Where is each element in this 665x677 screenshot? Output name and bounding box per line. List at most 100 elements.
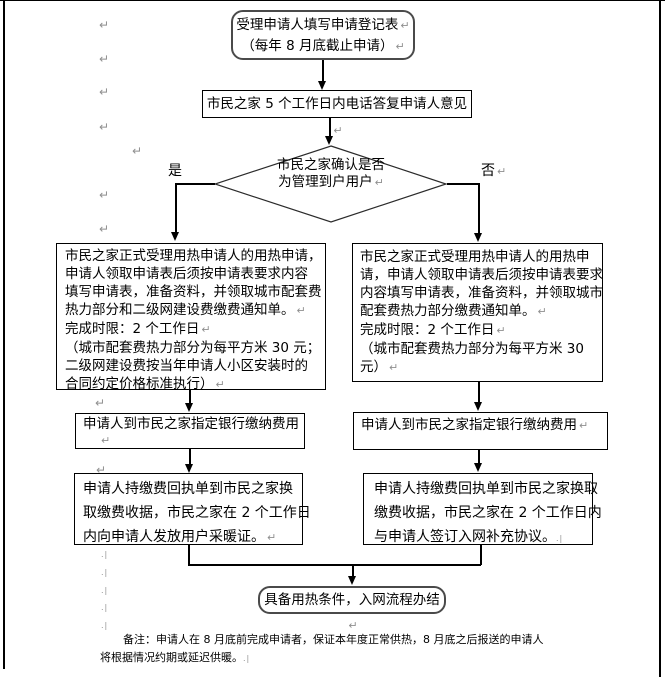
pilcrow-mark: ↵ (389, 361, 399, 374)
start-node: 受理申请人填写申请登记表↵ （每年 8 月底截止申请）↵ (231, 10, 415, 60)
pilcrow-mark: ↵ (374, 176, 384, 189)
flow-line (175, 183, 215, 185)
text-line: （每年 8 月底截止申请） (241, 38, 394, 54)
text-line: 完成时限：2 个工作日 (360, 322, 495, 338)
text-line: 取缴费收据，市民之家在 2 个工作日 (83, 505, 311, 521)
flow-line (478, 382, 480, 403)
flow-line (352, 566, 354, 578)
pilcrow-mark: ↵ (537, 305, 547, 318)
pay-node-right: 申请人到市民之家指定银行缴纳费用↵ (353, 412, 608, 450)
page-border-right (659, 0, 661, 677)
flow-arrowhead (474, 402, 482, 411)
flow-arrowhead (185, 464, 193, 473)
note-text-line1: 备注：申请人在 8 月底前完成申请者，保证本年度正常供热，8 月底之后报送的申请… (123, 633, 544, 646)
pilcrow-mark: ↵ (101, 434, 111, 447)
end-node: 具备用热条件，入网流程办结 ↵ (258, 586, 446, 632)
text-line: 市民之家确认是否 (277, 157, 385, 173)
flow-line (175, 183, 177, 232)
hidden-mark: .| (556, 534, 564, 543)
flow-line (189, 390, 191, 404)
text-line: 市民之家正式受理用热申请人的用热申 (360, 249, 590, 265)
pilcrow-mark: ↵ (400, 19, 410, 32)
paragraph-mark: ↵ (99, 188, 110, 202)
paragraph-mark: ↵ (99, 120, 110, 134)
text-line: （城市配套费热力部分为每平方米 30 (360, 341, 584, 357)
flow-line (189, 449, 191, 465)
flow-line (447, 183, 479, 185)
receipt-node-right: 申请人持缴费回执单到市民之家换取 缴费收据，市民之家在 2 个工作日内 与申请人… (363, 473, 602, 545)
text-line: 二级网建设费按当年申请人小区安装时的 (65, 358, 308, 374)
text-line: 与申请人签订入网补充协议。 (374, 529, 556, 545)
flow-line (322, 60, 324, 83)
text-line: 内容填写申请表，准备资料，并领取城市 (360, 285, 603, 301)
text-line: 市民之家 5 个工作日内电话答复申请人意见 (206, 96, 468, 112)
text-line: 请，申请人领取申请表后须按申请表要求 (360, 267, 603, 283)
flow-arrowhead (318, 81, 326, 90)
text-line: 申请人持缴费回执单到市民之家换取 (374, 481, 598, 497)
pilcrow-mark: ↵ (296, 304, 306, 317)
receipt-node-left: 申请人持缴费回执单到市民之家换 取缴费收据，市民之家在 2 个工作日 内向申请人… (74, 473, 311, 545)
page-border-top (0, 0, 665, 1)
pilcrow-mark: ↵ (496, 324, 506, 337)
no-label: 否↵ (481, 163, 507, 179)
flow-arrowhead (474, 463, 482, 472)
paragraph-mark: ↵ (99, 18, 110, 32)
accept-node-unmanaged: 市民之家正式受理用热申请人的用热申 请，申请人领取申请表后须按申请表要求 内容填… (352, 243, 603, 382)
flow-line (480, 545, 482, 565)
paragraph-mark: ↵ (99, 222, 110, 236)
text-line: 完成时限：2 个工作日 (65, 321, 200, 337)
paragraph-mark: ↵ (99, 85, 110, 99)
pay-node-left: 申请人到市民之家指定银行缴纳费用 ↵ (75, 413, 305, 449)
text-line: 申请人领取申请表后须按申请表要求内容 (65, 266, 308, 282)
paragraph-mark: ↵ (96, 463, 107, 477)
text-line: 元） (360, 359, 387, 375)
flow-line (188, 564, 481, 566)
paragraph-mark: ↵ (99, 52, 110, 66)
text-line: （城市配套费热力部分为每平方米 30 元； (65, 340, 321, 356)
accept-node-managed: 市民之家正式受理用热申请人的用热申请， 申请人领取申请表后须按申请表要求内容 填… (56, 243, 326, 392)
pilcrow-mark: ↵ (497, 165, 507, 178)
hidden-mark: .| (101, 621, 109, 630)
yes-label: 是 (168, 163, 182, 179)
flow-arrowhead (185, 403, 193, 412)
pilcrow-mark: ↵ (579, 419, 589, 432)
hidden-mark: .| (101, 568, 109, 577)
text-line: 热力部分和二级网建设费缴费通知单。 (65, 302, 295, 318)
page-border-left (3, 0, 5, 669)
text-line: 为管理到户用户 (278, 174, 373, 190)
note-text-line2: 将根据情况约期或延迟供暖。.| (100, 651, 251, 664)
text-line: 市民之家正式受理用热申请人的用热申请， (65, 248, 322, 264)
flow-line (188, 545, 190, 565)
pilcrow-mark: ↵ (215, 378, 225, 391)
pilcrow-mark: ↵ (333, 124, 343, 137)
hidden-mark: .| (101, 550, 109, 559)
paragraph-mark: ↵ (132, 144, 143, 158)
text-line: 具备用热条件，入网流程办结 (264, 592, 440, 608)
pilcrow-mark: ↵ (348, 619, 358, 632)
pilcrow-mark: ↵ (267, 531, 277, 544)
flow-arrowhead (474, 233, 482, 242)
flow-line (478, 183, 480, 233)
flow-line (478, 450, 480, 464)
flow-arrowhead (171, 232, 179, 241)
text-line: 填写申请表，准备资料，并领取城市配套费 (65, 284, 322, 300)
text-line: 配套费热力部分缴费通知单。 (360, 303, 536, 319)
flow-line (329, 118, 331, 138)
pilcrow-mark: ↵ (201, 323, 211, 336)
text-line: 内向申请人发放用户采暖证。 (83, 529, 265, 545)
reply-node: 市民之家 5 个工作日内电话答复申请人意见 ↵ (202, 90, 472, 137)
text-line: 缴费收据，市民之家在 2 个工作日内 (374, 505, 602, 521)
pilcrow-mark: ↵ (395, 40, 405, 53)
decision-diamond-shape (214, 145, 448, 223)
hidden-mark: .| (101, 603, 109, 612)
flow-arrowhead (348, 576, 356, 585)
text-line: 申请人到市民之家指定银行缴纳费用 (83, 416, 299, 432)
hidden-mark: .| (243, 654, 251, 663)
text-line: 合同约定价格标准执行） (65, 376, 214, 392)
paragraph-mark: ↵ (95, 396, 106, 410)
flow-arrowhead (325, 136, 333, 145)
text-line: 申请人持缴费回执单到市民之家换 (83, 481, 293, 497)
decision-node: 市民之家确认是否 为管理到户用户↵ (214, 157, 448, 191)
hidden-mark: .| (101, 586, 109, 595)
